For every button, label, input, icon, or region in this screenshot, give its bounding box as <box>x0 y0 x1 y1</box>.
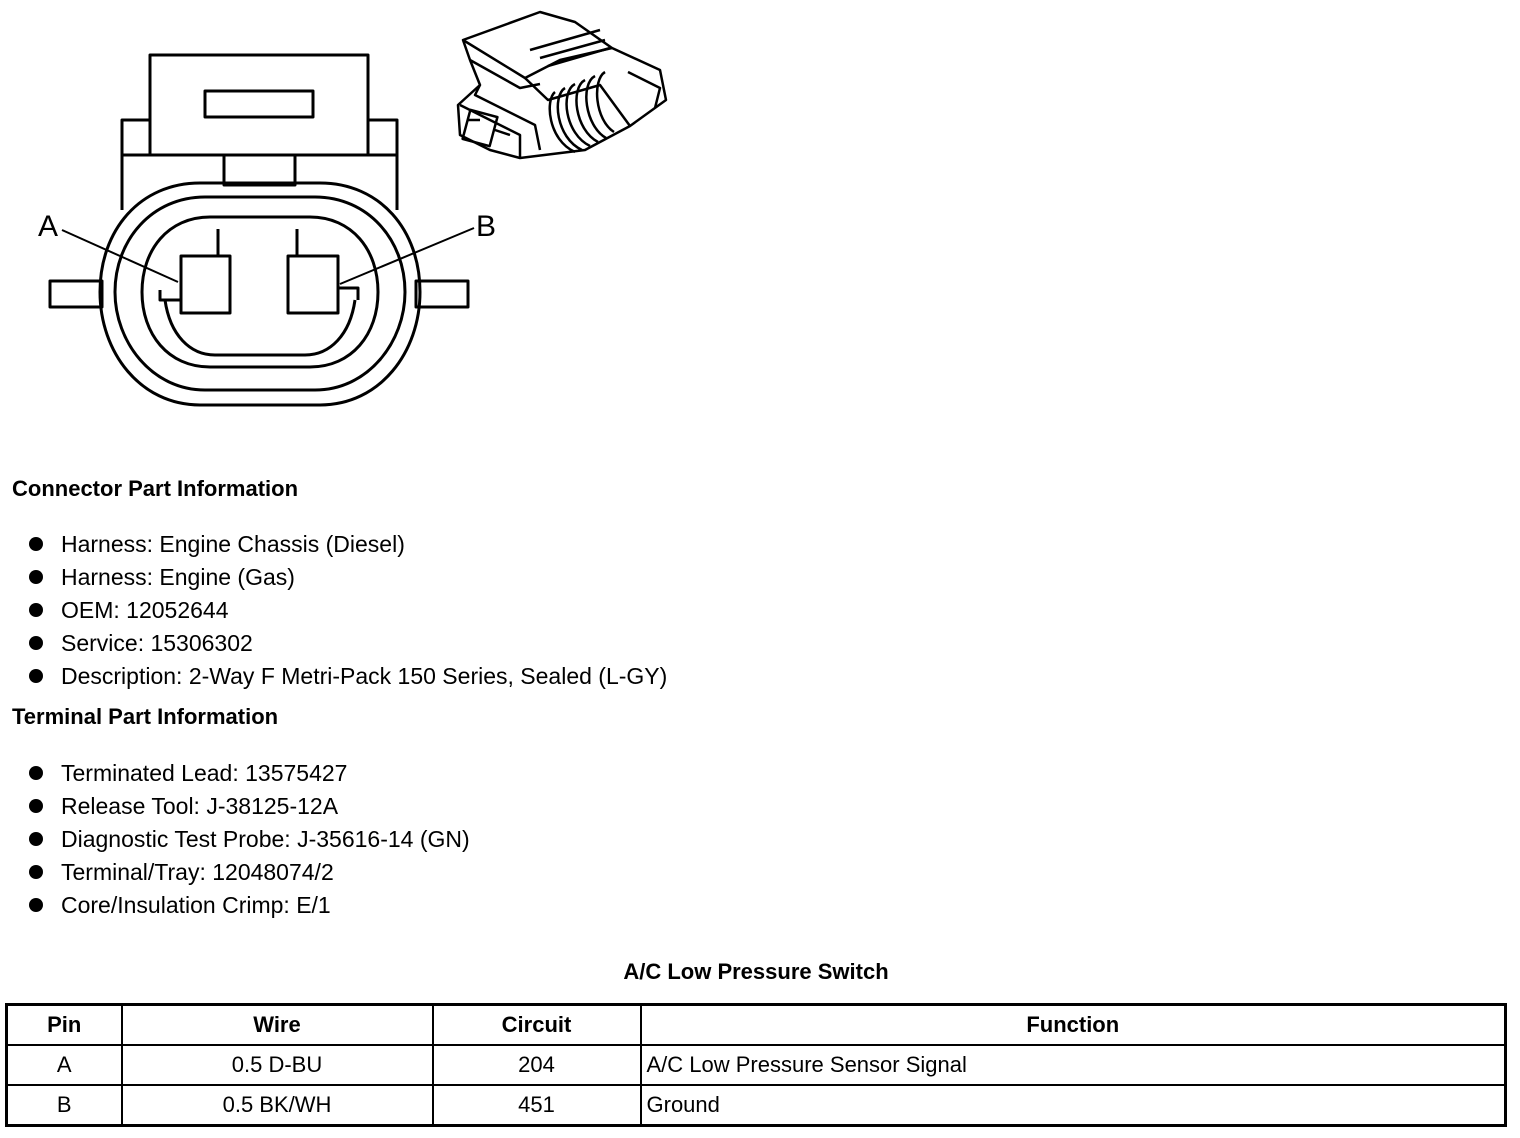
list-item: Terminal/Tray: 12048074/2 <box>28 858 470 891</box>
bullet-icon <box>29 570 43 584</box>
circuit-header: Circuit <box>431 1003 642 1046</box>
terminal-part-info-heading: Terminal Part Information <box>12 704 279 729</box>
terminal-part-info-list: Terminated Lead: 13575427 Release Tool: … <box>28 759 470 924</box>
table-row: A 0.5 D-BU 204 A/C Low Pressure Sensor S… <box>5 1044 1507 1086</box>
pin-cell: A <box>5 1044 123 1086</box>
callout-a-label: A <box>38 210 58 243</box>
bullet-icon <box>29 636 43 650</box>
connector-part-info-list: Harness: Engine Chassis (Diesel) Harness… <box>28 530 667 695</box>
wire-header: Wire <box>120 1003 434 1046</box>
connector-isometric-drawing <box>456 10 668 160</box>
list-item: Description: 2-Way F Metri-Pack 150 Seri… <box>28 662 667 695</box>
connector-illustration: A B <box>38 10 668 407</box>
function-cell: Ground <box>639 1084 1507 1127</box>
bullet-icon <box>29 603 43 617</box>
bullet-icon <box>29 865 43 879</box>
list-item: Release Tool: J-38125-12A <box>28 792 470 825</box>
table-row: B 0.5 BK/WH 451 Ground <box>5 1084 1507 1127</box>
list-item: Harness: Engine Chassis (Diesel) <box>28 530 667 563</box>
bullet-icon <box>29 669 43 683</box>
bullet-icon <box>29 537 43 551</box>
wire-cell: 0.5 BK/WH <box>120 1084 434 1127</box>
bullet-icon <box>29 898 43 912</box>
connector-face-drawing <box>48 53 475 407</box>
list-item: Terminated Lead: 13575427 <box>28 759 470 792</box>
callout-b-label: B <box>476 210 496 243</box>
bullet-icon <box>29 832 43 846</box>
function-cell: A/C Low Pressure Sensor Signal <box>639 1044 1507 1086</box>
pinout-table: Pin Wire Circuit Function A 0.5 D-BU 204… <box>5 1003 1507 1127</box>
list-item: Diagnostic Test Probe: J-35616-14 (GN) <box>28 825 470 858</box>
table-header-row: Pin Wire Circuit Function <box>5 1003 1507 1046</box>
connector-part-info-heading: Connector Part Information <box>12 476 299 501</box>
list-item: OEM: 12052644 <box>28 596 667 629</box>
table-caption: A/C Low Pressure Switch <box>623 959 889 984</box>
bullet-icon <box>29 799 43 813</box>
wire-cell: 0.5 D-BU <box>120 1044 434 1086</box>
pin-header: Pin <box>5 1003 123 1046</box>
circuit-cell: 451 <box>431 1084 642 1127</box>
list-item: Core/Insulation Crimp: E/1 <box>28 891 470 924</box>
bullet-icon <box>29 766 43 780</box>
list-item: Service: 15306302 <box>28 629 667 662</box>
function-header: Function <box>639 1003 1507 1046</box>
circuit-cell: 204 <box>431 1044 642 1086</box>
list-item: Harness: Engine (Gas) <box>28 563 667 596</box>
pin-cell: B <box>5 1084 123 1127</box>
